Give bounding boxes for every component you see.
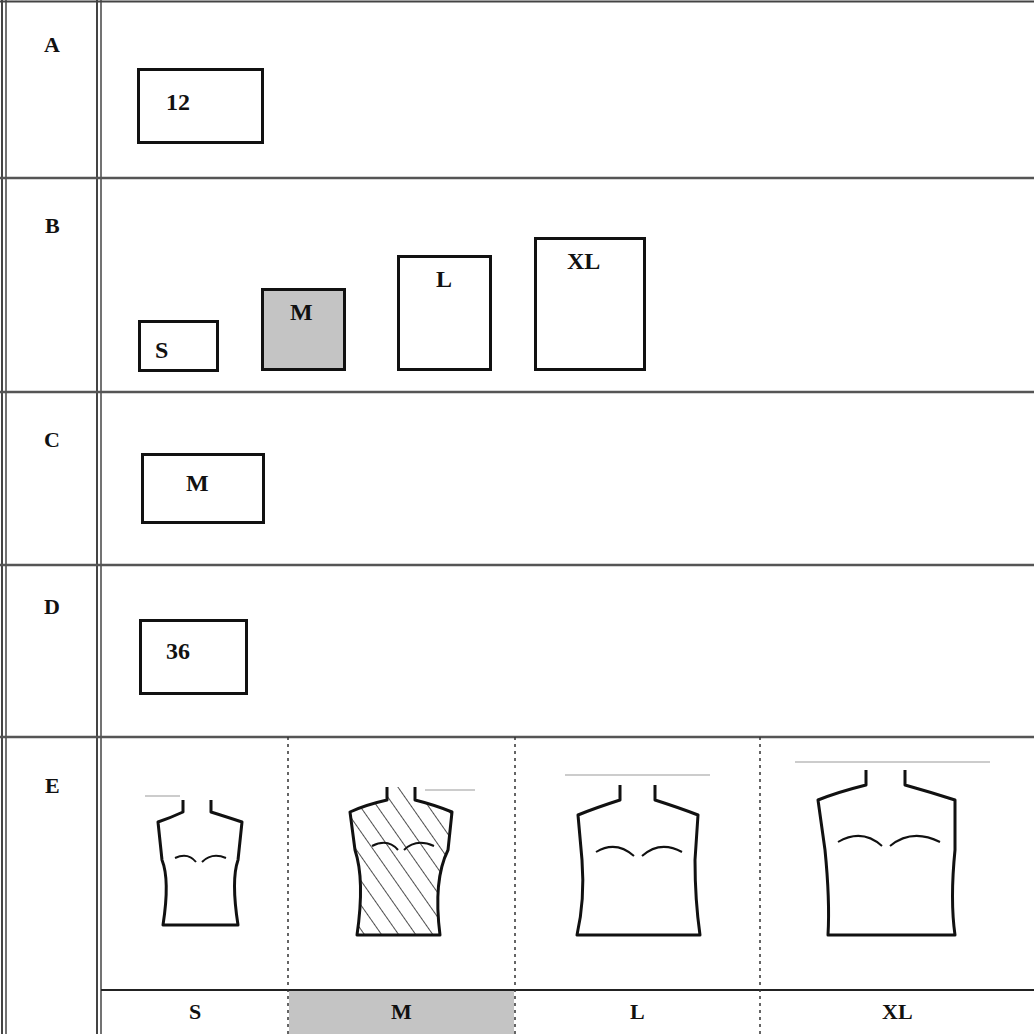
- box-text: 12: [166, 89, 190, 115]
- number-box: 36: [139, 619, 248, 695]
- size-box-selected: M: [261, 288, 346, 371]
- row-letter: D: [44, 595, 60, 619]
- row-letter: E: [45, 774, 60, 798]
- torso-small: [145, 796, 242, 925]
- row-letter: A: [44, 33, 60, 57]
- row-letter: B: [45, 214, 60, 238]
- box-text: S: [155, 337, 168, 363]
- size-caption: M: [391, 1000, 412, 1024]
- row-letter: C: [44, 428, 60, 452]
- size-box: L: [397, 255, 492, 371]
- size-box: S: [138, 320, 219, 372]
- box-text: M: [290, 299, 313, 325]
- torso-large: [565, 775, 710, 935]
- box-text: 36: [166, 638, 190, 664]
- size-caption: S: [189, 1000, 201, 1024]
- box-text: XL: [567, 248, 600, 274]
- size-caption: L: [630, 1000, 645, 1024]
- torso-extra-large: [795, 762, 990, 935]
- size-box: M: [141, 453, 265, 524]
- box-text: M: [186, 470, 209, 496]
- size-box: XL: [534, 237, 646, 371]
- size-caption: XL: [882, 1000, 913, 1024]
- box-text: L: [436, 266, 452, 292]
- number-box: 12: [137, 68, 264, 144]
- highlight-cell: [289, 991, 514, 1034]
- torso-medium: [350, 787, 475, 935]
